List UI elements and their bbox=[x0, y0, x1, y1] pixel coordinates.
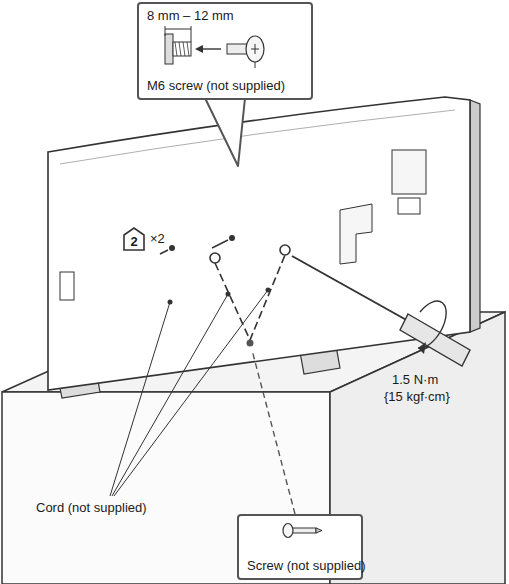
table-screw bbox=[247, 340, 254, 347]
tv-port bbox=[60, 272, 74, 300]
thread bbox=[187, 42, 189, 56]
cord-bracket bbox=[210, 253, 220, 263]
leader-arrow bbox=[160, 250, 168, 254]
tv-terminal bbox=[398, 198, 420, 214]
rotation-arrowhead bbox=[418, 342, 426, 354]
tv-plate bbox=[165, 34, 173, 64]
box-ground bbox=[237, 514, 363, 580]
mount-hole bbox=[169, 245, 175, 251]
dimension-tick bbox=[165, 26, 166, 36]
screw-shank bbox=[292, 528, 316, 533]
screwdriver-shaft bbox=[292, 256, 410, 322]
leader-line bbox=[255, 62, 256, 68]
mount-hole bbox=[229, 235, 235, 241]
house-shape bbox=[124, 228, 144, 250]
callout-text: 8 mm – 12 mm bbox=[147, 8, 303, 24]
callout-box: Screw (not supplied) bbox=[237, 514, 363, 580]
screw-head bbox=[283, 524, 293, 538]
thread bbox=[179, 42, 181, 56]
box-ground bbox=[137, 2, 313, 100]
dimension-line bbox=[165, 29, 191, 30]
arrowhead bbox=[195, 45, 203, 53]
screw-head bbox=[246, 36, 264, 62]
part-label: Cord (not supplied) bbox=[36, 500, 147, 516]
cord-bracket bbox=[280, 245, 290, 255]
torque-value: {15 kgf·cm} bbox=[384, 389, 450, 405]
callout-text: Screw (not supplied) bbox=[247, 558, 353, 574]
callout-text: M6 screw (not supplied) bbox=[147, 78, 303, 94]
part-icon: 2 bbox=[122, 226, 146, 252]
callout-leader bbox=[252, 350, 295, 514]
tv-back bbox=[48, 97, 470, 390]
leader-line bbox=[110, 302, 170, 496]
screw-cross bbox=[251, 49, 259, 50]
leader-dot bbox=[266, 288, 271, 293]
thread bbox=[183, 42, 185, 56]
quantity: ×2 bbox=[150, 231, 165, 247]
rotation-arrow bbox=[418, 301, 446, 348]
insert-arrow bbox=[199, 48, 221, 49]
leader-dot bbox=[168, 300, 173, 305]
tv-edge bbox=[470, 100, 480, 332]
torque-value: 1.5 N·m bbox=[392, 372, 438, 388]
leader-dot bbox=[226, 292, 231, 297]
screw-cross bbox=[255, 44, 256, 54]
icon-number: 2 bbox=[130, 234, 137, 250]
callout-pointer bbox=[205, 98, 245, 166]
tv-panel bbox=[340, 204, 372, 264]
dimension-tick bbox=[191, 26, 192, 42]
callout-box: 8 mm – 12 mm M6 screw (not supplied) bbox=[137, 2, 313, 100]
thread bbox=[175, 42, 177, 56]
screw-shank bbox=[227, 44, 247, 54]
leader-line bbox=[112, 294, 228, 496]
screw-tip bbox=[316, 528, 322, 533]
leader-arrow bbox=[212, 240, 228, 248]
tv-terminal bbox=[392, 150, 426, 194]
threaded-hole bbox=[173, 42, 191, 56]
leader-line bbox=[114, 290, 268, 496]
